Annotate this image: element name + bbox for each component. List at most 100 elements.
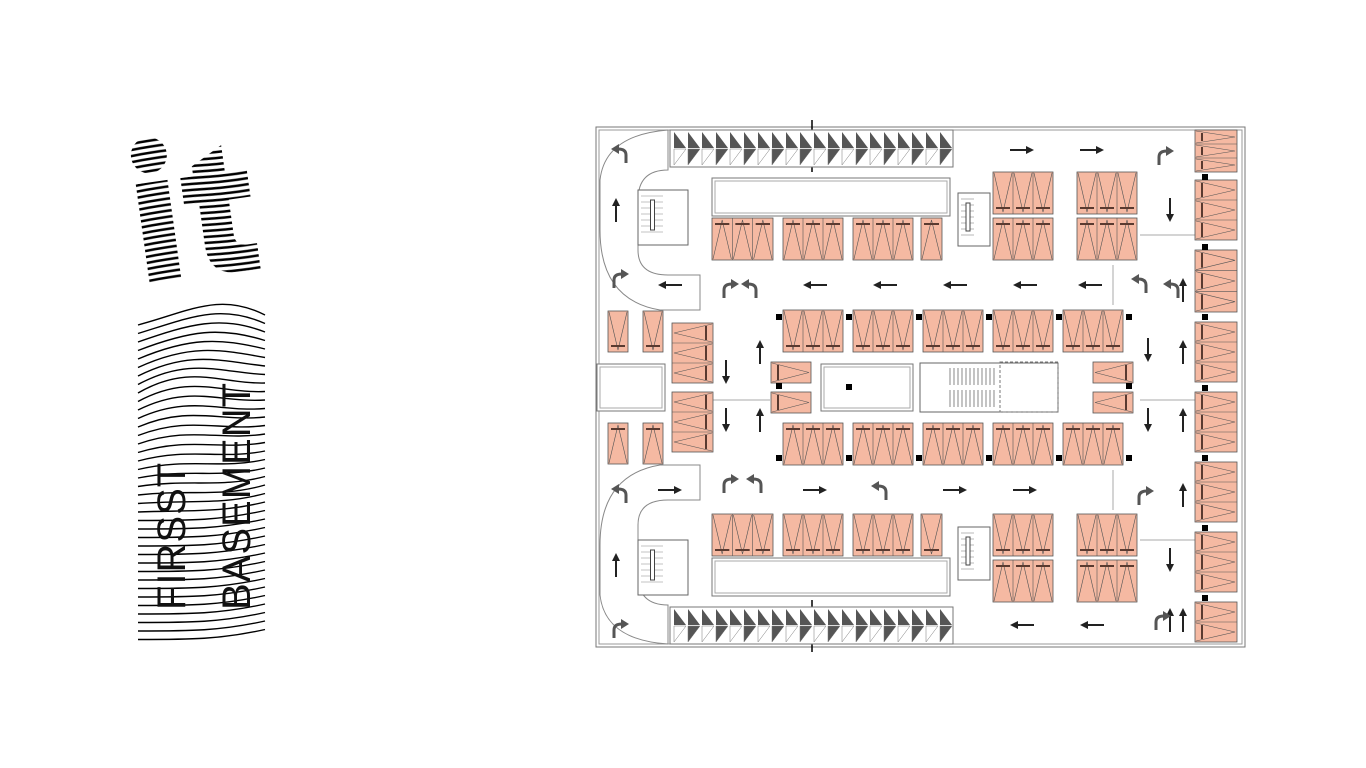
stall — [1117, 514, 1137, 555]
arrow-head — [722, 424, 730, 432]
title-wave-lines — [137, 303, 266, 641]
ramp-tooth — [785, 148, 799, 166]
stall — [993, 310, 1013, 351]
ramp-tooth — [687, 625, 701, 643]
arrow-head — [612, 198, 620, 206]
direction-arrow-icon — [1179, 608, 1187, 632]
turn-arrow-icon — [722, 279, 739, 298]
ramp-tooth — [883, 625, 897, 643]
stall — [1195, 532, 1236, 552]
direction-arrow-icon — [1179, 340, 1187, 364]
wave-line — [137, 543, 266, 556]
ramp-tooth — [772, 132, 784, 148]
ramp — [669, 606, 954, 645]
stair-rail — [650, 549, 655, 581]
stall — [1033, 310, 1053, 351]
turn-arrow-icon — [871, 481, 888, 500]
parking-block — [770, 361, 812, 384]
ramp-tooth — [758, 132, 770, 148]
ramp-tooth — [799, 625, 813, 643]
stall — [893, 310, 913, 351]
arrow-head — [1179, 408, 1187, 416]
stall — [943, 424, 963, 465]
ramp-tooth — [884, 609, 896, 625]
stall — [1195, 392, 1236, 412]
stall — [853, 424, 873, 465]
ramp-tooth — [799, 148, 813, 166]
stall — [1117, 172, 1137, 213]
wave-line — [137, 594, 266, 607]
ramp-tooth — [898, 609, 910, 625]
room — [711, 177, 951, 217]
ramp-tooth — [730, 132, 742, 148]
stall — [1013, 514, 1033, 555]
ramp-tooth — [925, 148, 939, 166]
arrow-head — [756, 340, 764, 348]
ramp-tooth — [842, 609, 854, 625]
structural-column — [1202, 595, 1208, 601]
turn-arrow-icon — [612, 269, 629, 288]
ramp-tooth — [674, 609, 686, 625]
turn-shaft — [752, 477, 763, 493]
structural-column — [776, 383, 782, 389]
stall — [943, 310, 963, 351]
stair-core — [957, 192, 991, 247]
structural-column — [986, 455, 992, 461]
ramp-tooth — [883, 148, 897, 166]
wave-line — [137, 535, 266, 547]
parking-block — [1092, 391, 1134, 414]
stall — [853, 514, 873, 555]
ramp-tooth — [730, 609, 742, 625]
ramp-tooth — [800, 132, 812, 148]
turn-arrow-icon — [1131, 274, 1148, 293]
ramp-tooth — [897, 148, 911, 166]
arrow-head — [1179, 340, 1187, 348]
structural-column — [846, 455, 852, 461]
walls — [595, 120, 1246, 652]
ramp-tooth — [813, 148, 827, 166]
ramp-tooth — [870, 609, 882, 625]
stall — [1195, 342, 1236, 362]
wave-line — [137, 395, 266, 411]
wave-line — [137, 509, 266, 522]
ramp-tooth — [688, 132, 700, 148]
direction-arrow-icon — [612, 553, 620, 577]
direction-arrow-icon — [873, 281, 897, 289]
stall — [1033, 172, 1053, 213]
stall — [1195, 220, 1236, 240]
stall — [1083, 424, 1103, 465]
ramp-tooth — [757, 148, 771, 166]
stall — [923, 424, 943, 465]
direction-arrow-icon — [756, 408, 764, 432]
direction-arrow-icon — [1080, 621, 1104, 629]
stall — [893, 219, 913, 260]
stall — [673, 363, 713, 383]
stall — [963, 424, 983, 465]
ramp-tooth — [841, 148, 855, 166]
stall — [1033, 561, 1053, 602]
ramp-tooth — [911, 625, 925, 643]
ramp-tooth — [687, 148, 701, 166]
stall — [1117, 219, 1137, 260]
turn-shaft — [1157, 149, 1168, 165]
title-line-2: BASEMENT — [215, 382, 259, 610]
arrow-head — [1080, 621, 1088, 629]
turn-shaft — [722, 282, 733, 298]
ramp-tooth — [716, 132, 728, 148]
ramp — [669, 129, 954, 168]
arrow-head — [819, 486, 827, 494]
direction-arrow-icon — [1166, 548, 1174, 572]
wave-line — [137, 441, 266, 454]
stall — [1117, 561, 1137, 602]
stall — [993, 172, 1013, 213]
stall — [1094, 392, 1133, 413]
arrow-head — [873, 281, 881, 289]
stall — [1195, 250, 1236, 270]
arrow-head — [1166, 564, 1174, 572]
turn-head — [611, 144, 619, 154]
room-inner — [714, 180, 948, 214]
ramp-tooth — [702, 609, 714, 625]
arrow-head — [959, 486, 967, 494]
wave-line — [137, 620, 266, 632]
ramp-tooth — [813, 625, 827, 643]
